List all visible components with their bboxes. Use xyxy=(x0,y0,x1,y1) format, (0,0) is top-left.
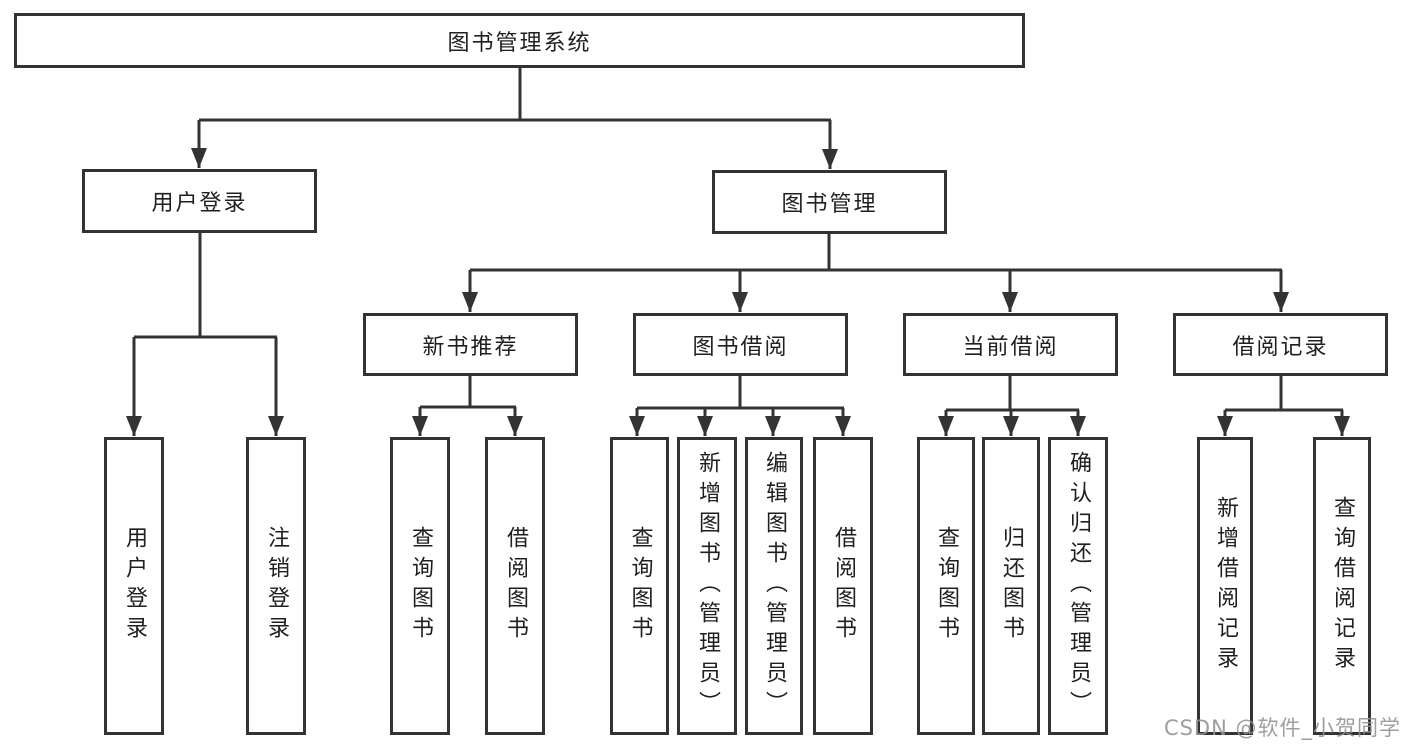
leaf-current-return: 归还图书 xyxy=(982,437,1040,735)
leaf-records-query: 查询借阅记录 xyxy=(1313,437,1371,735)
leaf-newbooks-borrow: 借阅图书 xyxy=(485,437,545,735)
leaf-borrow-query: 查询图书 xyxy=(610,437,669,735)
node-user-login: 用户登录 xyxy=(82,169,317,233)
leaf-borrow-edit-admin: 编辑图书（管理员） xyxy=(745,437,803,735)
leaf-current-query: 查询图书 xyxy=(917,437,975,735)
leaf-borrow-add-admin: 新增图书（管理员） xyxy=(677,437,737,735)
node-book-management: 图书管理 xyxy=(712,170,947,234)
node-borrow-records: 借阅记录 xyxy=(1173,313,1388,376)
node-current-borrow: 当前借阅 xyxy=(903,313,1118,376)
leaf-newbooks-query: 查询图书 xyxy=(390,437,450,735)
leaf-logout: 注销登录 xyxy=(246,437,306,735)
leaf-user-login: 用户登录 xyxy=(104,437,164,735)
leaf-records-add: 新增借阅记录 xyxy=(1197,437,1253,735)
csdn-watermark: CSDN @软件_小贺同学 xyxy=(1163,716,1401,740)
node-new-book-recommend: 新书推荐 xyxy=(363,313,578,376)
leaf-current-confirm-admin: 确认归还（管理员） xyxy=(1048,437,1108,735)
node-book-borrow: 图书借阅 xyxy=(633,313,848,376)
leaf-borrow-borrow: 借阅图书 xyxy=(813,437,873,735)
node-root-system: 图书管理系统 xyxy=(14,13,1025,68)
